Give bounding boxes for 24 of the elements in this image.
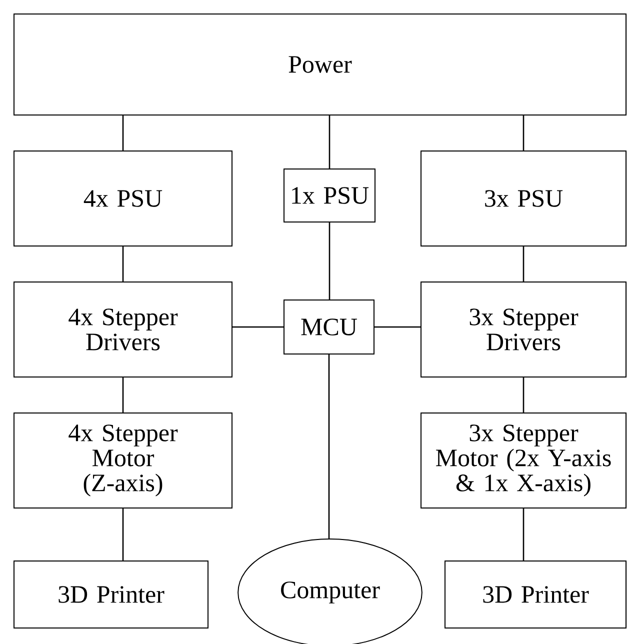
connector-line xyxy=(328,222,330,300)
connector-line xyxy=(522,246,524,282)
block-box: 3x PSU xyxy=(420,150,626,246)
block-box: Power xyxy=(14,14,626,116)
block-box: 3D Printer xyxy=(444,560,626,628)
block-box: 3x Stepper Motor (2x Y-axis & 1x X-axis) xyxy=(420,412,626,508)
block-box: 4x Stepper Drivers xyxy=(14,282,232,378)
connector-line xyxy=(232,326,284,328)
connector-line xyxy=(122,246,124,282)
block-box: 4x Stepper Motor (Z-axis) xyxy=(14,412,232,508)
connector-line xyxy=(122,116,124,150)
connector-line xyxy=(328,354,330,538)
connector-line xyxy=(328,116,330,168)
connector-line xyxy=(374,326,420,328)
connector-line xyxy=(522,508,524,560)
connector-line xyxy=(122,378,124,412)
block-box: 1x PSU xyxy=(284,168,376,222)
connector-line xyxy=(522,378,524,412)
block-box: 4x PSU xyxy=(14,150,232,246)
connector-line xyxy=(122,508,124,560)
block-box: 3D Printer xyxy=(14,560,208,628)
connector-line xyxy=(522,116,524,150)
block-box: MCU xyxy=(284,300,374,354)
block-box: 3x Stepper Drivers xyxy=(420,282,626,378)
